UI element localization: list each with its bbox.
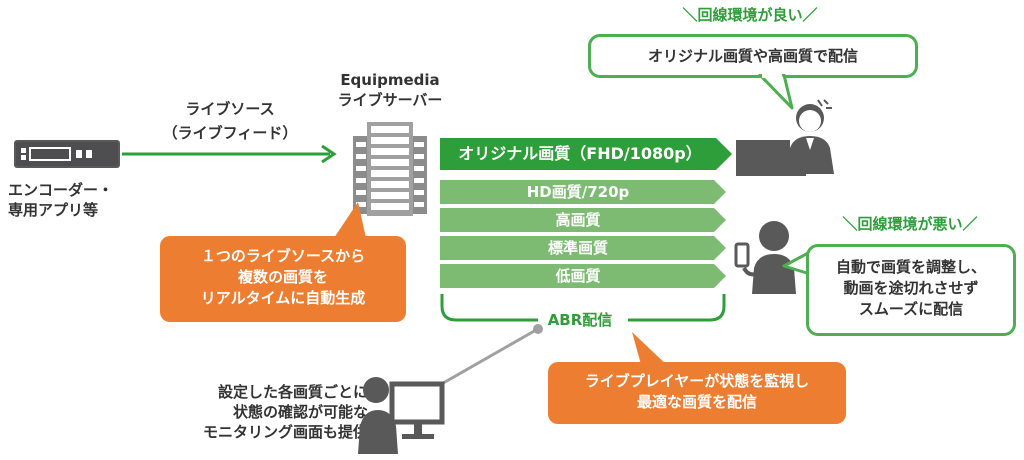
encoder-device-icon — [14, 140, 120, 168]
abr-label: ABR配信 — [547, 311, 613, 329]
monitor-description: 設定した各画質ごとに 状態の確認が可能な モニタリング画面も提供 — [202, 383, 368, 441]
server-callout-pointer — [330, 200, 370, 240]
monitor-connector-line — [430, 322, 550, 392]
band-original-quality: オリジナル画質（FHD/1080p） — [458, 144, 702, 163]
band-hd-quality: HD画質/720p — [526, 183, 630, 201]
server-label: Equipmedia ライブサーバー — [337, 71, 443, 109]
band-low-quality: 低画質 — [555, 267, 601, 285]
good-line-callout-pointer — [758, 73, 798, 114]
encoder-label: エンコーダー・ 専用アプリ等 — [8, 181, 114, 219]
quality-bands-arrows — [440, 138, 740, 298]
good-line-callout: オリジナル画質や高画質で配信 — [588, 34, 918, 78]
abr-bracket — [438, 290, 728, 330]
operator-monitor-icon — [356, 374, 446, 456]
server-rack-icon — [345, 118, 435, 218]
live-source-label: ライブソース （ライブフィード） — [162, 100, 298, 142]
band-high-quality: 高画質 — [555, 211, 601, 229]
bad-line-title: ＼回線環境が悪い／ — [842, 215, 978, 233]
viewer-laptop-icon — [736, 96, 840, 178]
band-standard-quality: 標準画質 — [547, 239, 608, 257]
live-source-arrow — [122, 143, 348, 165]
good-line-title: ＼回線環境が良い／ — [682, 6, 818, 24]
player-callout-pointer — [624, 330, 674, 370]
bad-line-callout: 自動で画質を調整し、 動画を途切れさせず スムーズに配信 — [806, 244, 1016, 336]
server-callout: １つのライブソースから 複数の画質を リアルタイムに自動生成 — [160, 236, 406, 322]
player-callout: ライブプレイヤーが状態を監視し 最適な画質を配信 — [548, 362, 846, 424]
